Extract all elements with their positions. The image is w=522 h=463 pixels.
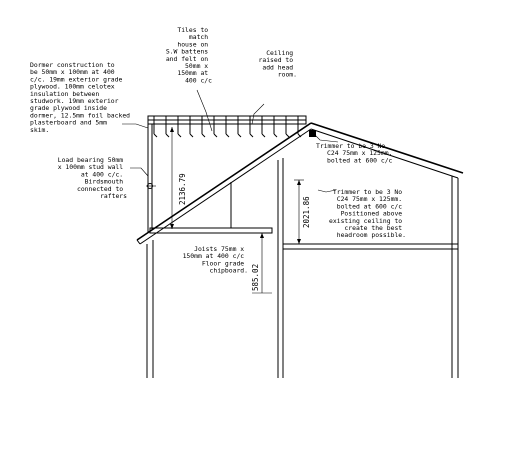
existing-ceiling [282,243,459,250]
note-joists: Joists 75mm x 150mm at 400 c/c Floor gra… [183,245,248,275]
note-tiles: Tiles to match house on S.W battens and … [166,26,212,84]
floor-joist [149,227,273,234]
note-dormer: Dormer construction to be 50mm x 100mm a… [30,61,134,134]
note-trimmer-mid: Trimmer to be 3 No C24 75mm x 125mm. bol… [329,188,406,239]
leaders [122,89,339,193]
ridge-trimmer [309,130,316,137]
dimension-585 [252,233,272,294]
note-load-bearing: Load bearing 50mm x 100mm stud wall at 4… [58,156,127,200]
right-rafter [310,122,464,174]
dim-floor-height: 585.02 [251,264,260,291]
note-trimmer-top: Trimmer to be 3 No C24 75mm x 125mm. bol… [316,142,396,164]
dimension-2021 [294,179,304,244]
structure [136,115,464,378]
dim-right-height: 2021.86 [302,196,311,228]
dim-left-height: 2136.79 [178,173,187,205]
note-ceiling: Ceiling raised to add head room. [259,49,298,79]
dimension-2136 [170,127,174,229]
left-rafter [136,122,312,241]
dormer-rafters [153,116,302,138]
